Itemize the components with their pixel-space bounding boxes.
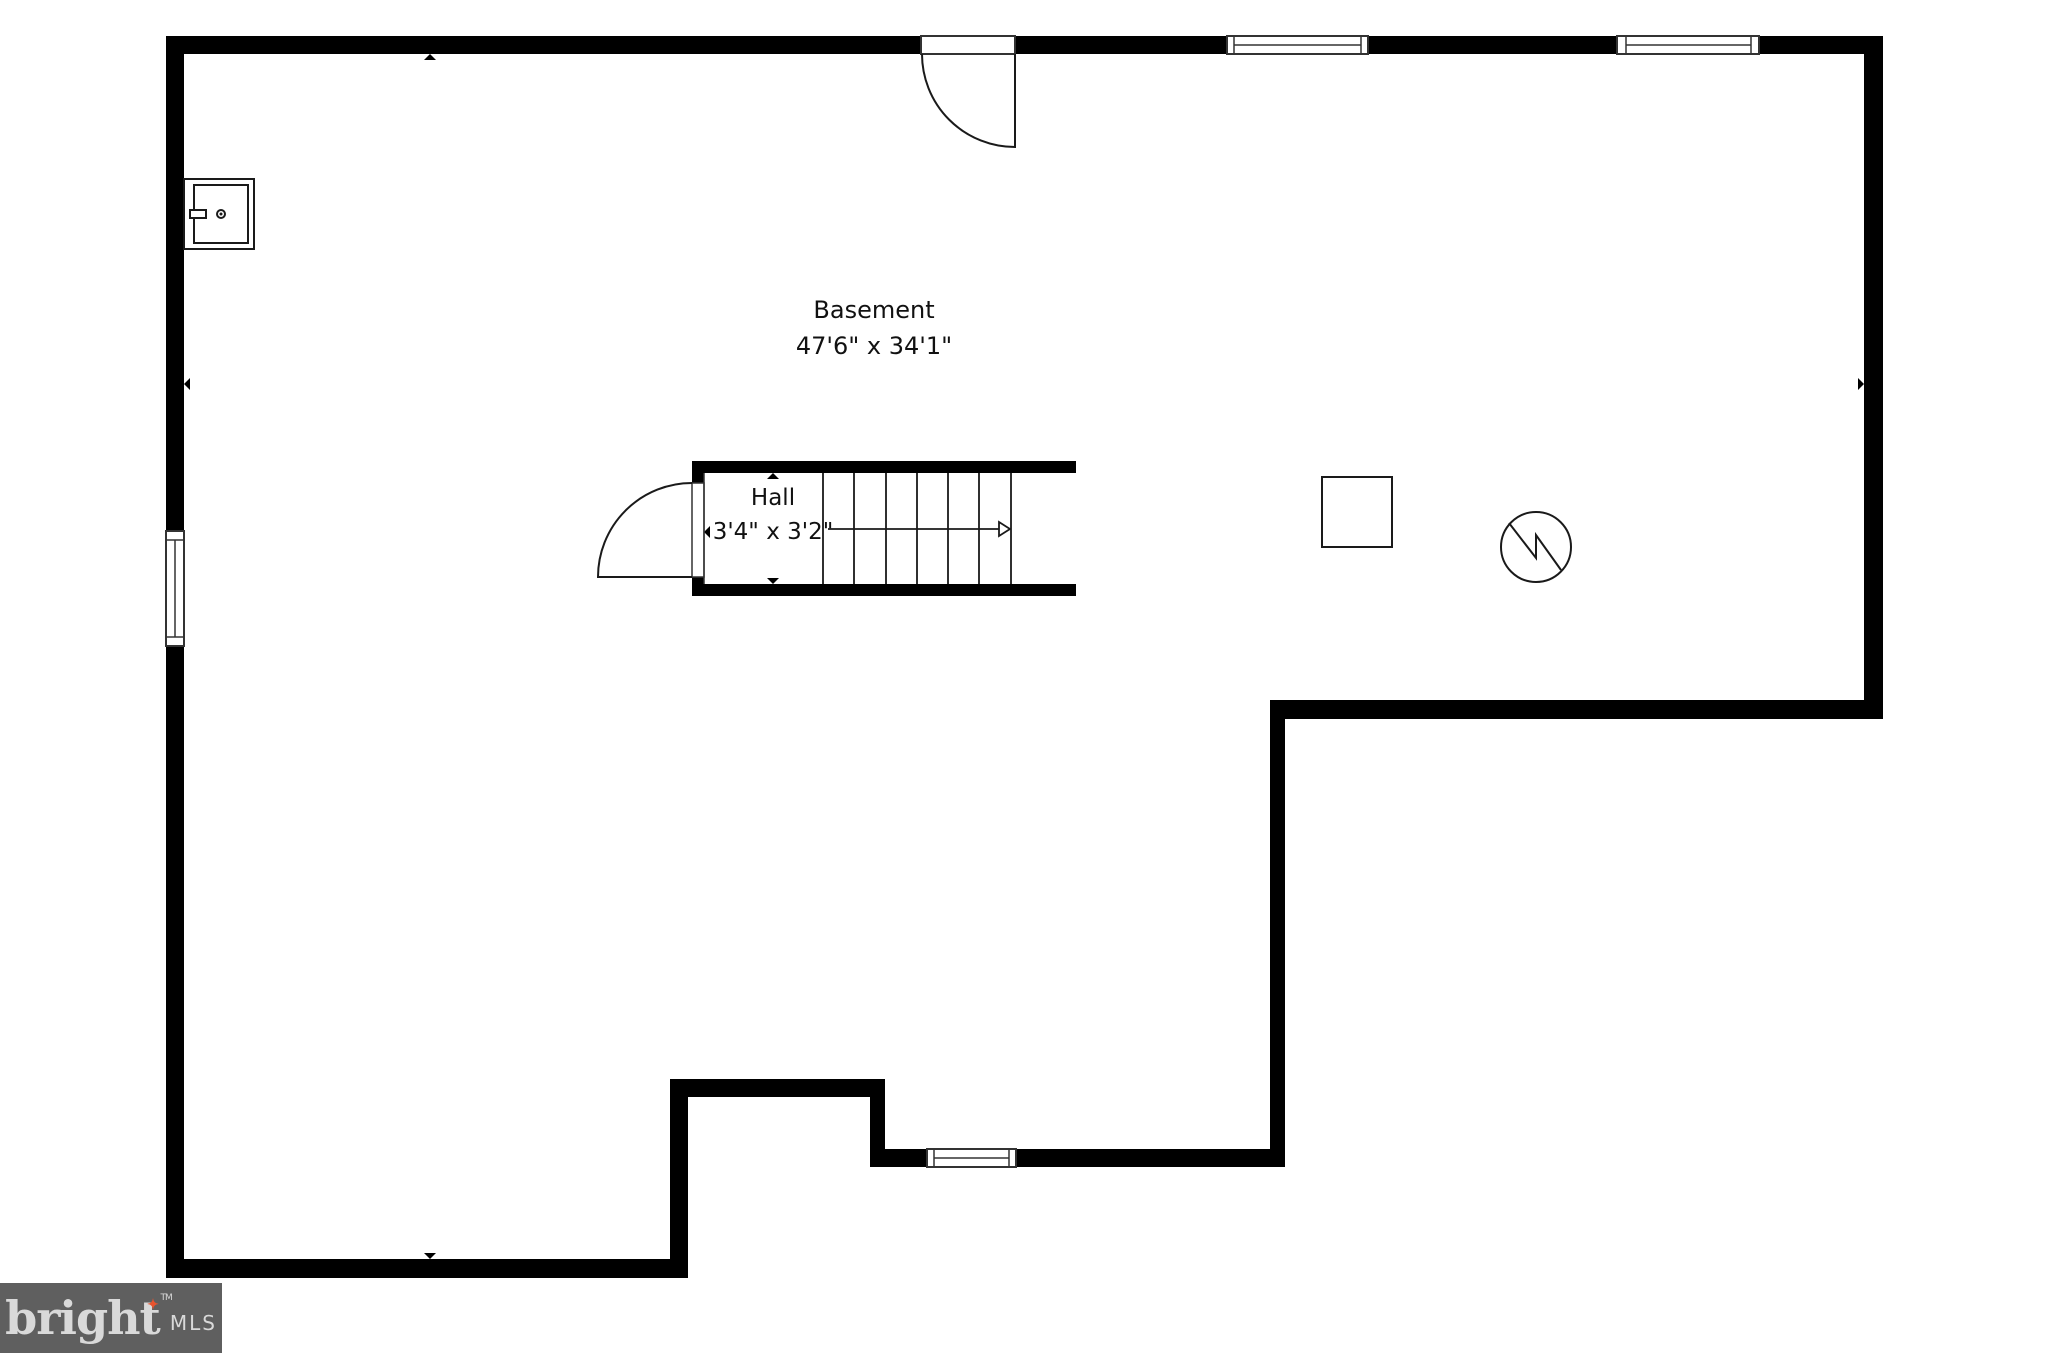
stairs-icon — [822, 473, 1012, 584]
window-bottom — [926, 1148, 1017, 1168]
exterior-walls — [166, 36, 1883, 1278]
door-top — [920, 35, 1016, 149]
water-heater-icon — [1321, 476, 1393, 548]
logo-brand-text: bright — [5, 1291, 161, 1345]
window-left — [165, 530, 185, 647]
room-dimensions-hall: 3'4" x 3'2" — [712, 519, 834, 545]
electrical-panel-icon — [1500, 511, 1572, 583]
room-name-hall: Hall — [750, 485, 796, 511]
window-top-2 — [1616, 35, 1760, 55]
window-top-1 — [1226, 35, 1369, 55]
logo-star-icon: ✦ — [147, 1297, 159, 1313]
hall-walls — [691, 461, 1076, 596]
logo-trademark: TM — [160, 1293, 173, 1303]
room-dimensions-basement: 47'6" x 34'1" — [795, 332, 953, 360]
sink-icon — [183, 178, 255, 250]
logo-suffix: MLS — [169, 1311, 217, 1335]
room-name-basement: Basement — [813, 296, 935, 324]
bright-mls-logo: bright ✦ TM MLS — [0, 1283, 222, 1353]
door-hall — [596, 482, 693, 578]
dimension-markers — [184, 54, 1864, 1259]
logo-brand: bright ✦ TM — [5, 1291, 173, 1345]
